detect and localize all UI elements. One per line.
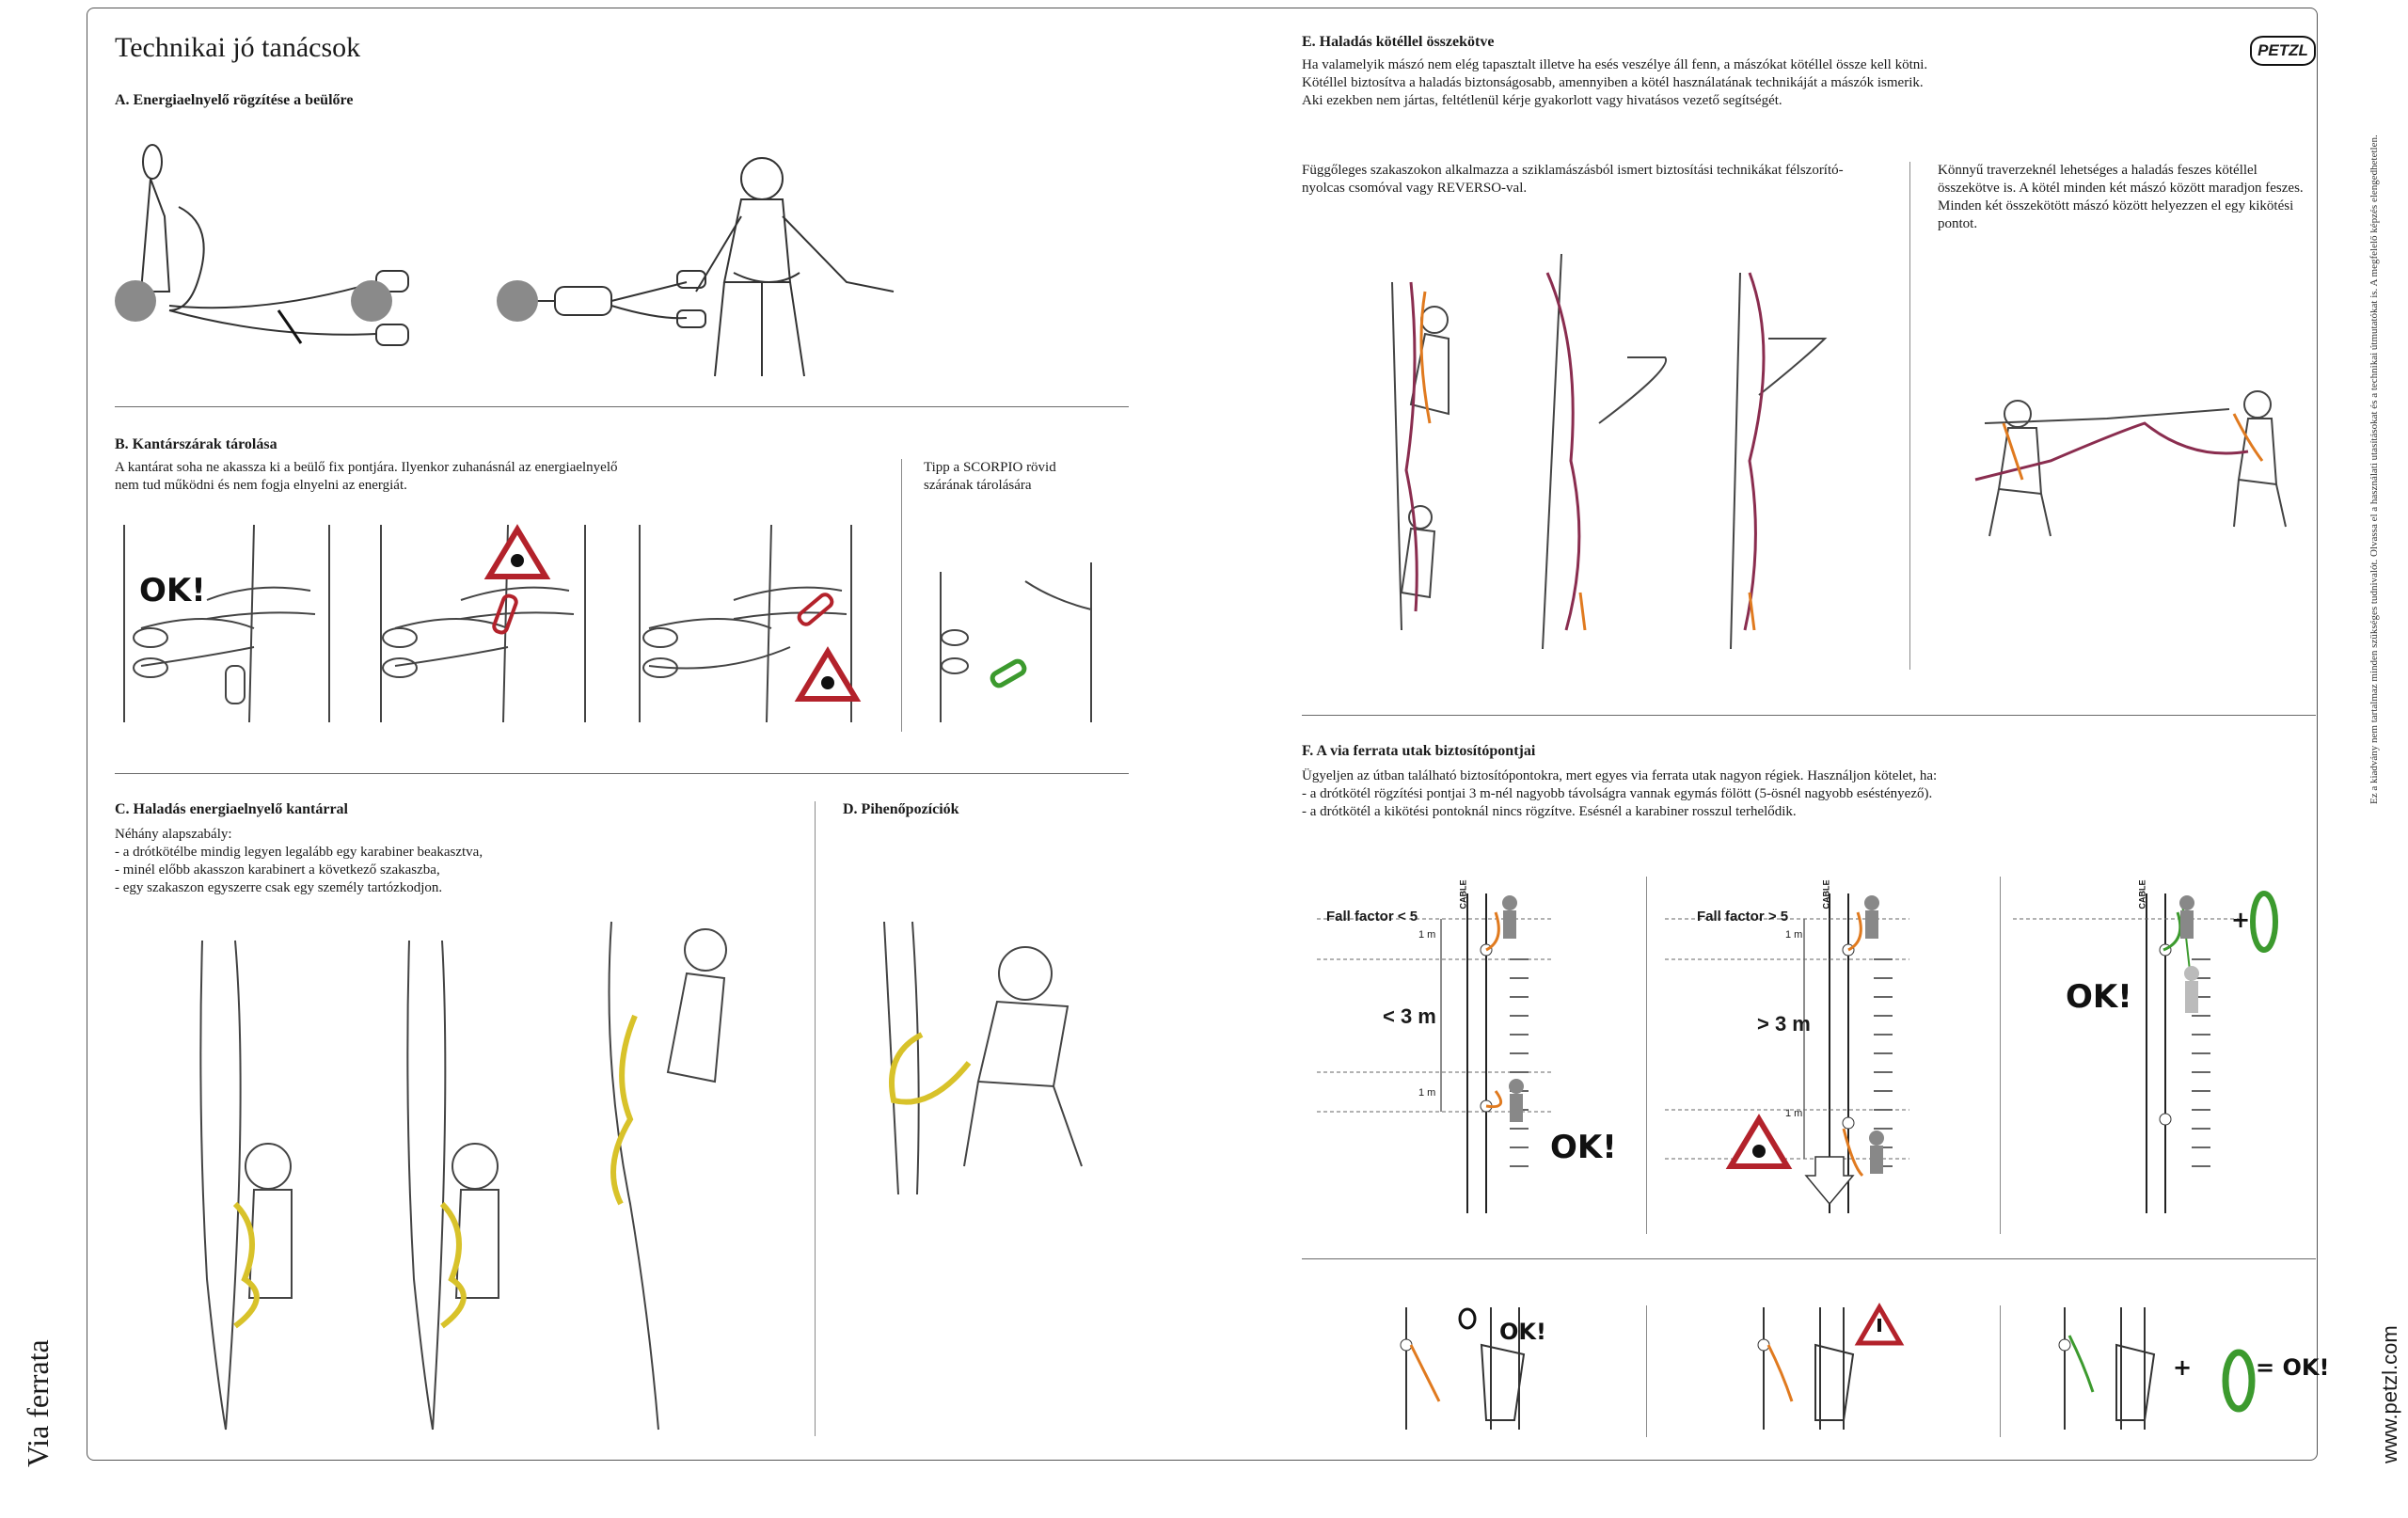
plus-sign: + bbox=[2173, 1354, 2193, 1381]
divider-f-2 bbox=[2000, 877, 2001, 1234]
rule-item: - a drótkötél a kikötési pontoknál nincs… bbox=[1302, 804, 1797, 819]
section-a-title: A. Energiaelnyelő rögzítése a beülőre bbox=[115, 92, 354, 108]
section-b-text: A kantárat soha ne akassza ki a beülő fi… bbox=[115, 460, 618, 493]
petzl-logo: PETZL bbox=[2250, 36, 2316, 66]
section-e-traverse-illustration bbox=[1974, 390, 2287, 537]
section-f-intro: Ügyeljen az útban található biztosítópon… bbox=[1302, 768, 1938, 783]
section-b-illustrations bbox=[123, 524, 1092, 723]
section-d-title: D. Pihenőpozíciók bbox=[843, 801, 959, 817]
disclaimer-note: Ez a kiadvány nem tartalmaz minden szüks… bbox=[2368, 134, 2380, 804]
divider-a bbox=[115, 406, 1129, 407]
fall-factor-panel-1 bbox=[1317, 893, 1552, 1213]
ok-label-b: OK! bbox=[139, 572, 206, 609]
section-c-intro: Néhány alapszabály: bbox=[115, 827, 232, 842]
rule-item: - a drótkötélbe mindig legyen legalább e… bbox=[115, 845, 483, 860]
ok-label-bottom: OK! bbox=[1499, 1319, 1546, 1345]
section-e-text: Ha valamelyik mászó nem elég tapasztalt … bbox=[1302, 56, 2242, 110]
warning-sign-icon bbox=[483, 524, 551, 579]
ok-label-f3: OK! bbox=[2066, 978, 2132, 1016]
cable-label: CABLE bbox=[1458, 879, 1468, 909]
divider-c-d bbox=[815, 801, 816, 1436]
section-a-illustrations bbox=[115, 144, 895, 377]
section-e-title: E. Haladás kötéllel összekötve bbox=[1302, 34, 1495, 50]
warning-sign-icon bbox=[1854, 1303, 1905, 1346]
divider-e bbox=[1909, 162, 1910, 670]
section-e-vertical-illustrations bbox=[1391, 253, 1828, 650]
section-e-line: Ha valamelyik mászó nem elég tapasztalt … bbox=[1302, 57, 1928, 72]
divider-e-f bbox=[1302, 715, 2316, 716]
fall-factor-label-2: Fall factor > 5 bbox=[1697, 909, 1789, 925]
warning-sign-icon bbox=[1725, 1114, 1793, 1169]
equals-ok-label: = OK! bbox=[2256, 1354, 2330, 1381]
page-frame bbox=[87, 8, 2318, 1461]
page-title: Technikai jó tanácsok bbox=[115, 32, 361, 63]
divider-f-3 bbox=[1646, 1305, 1647, 1437]
section-d-illustration bbox=[883, 921, 1083, 1195]
section-b-tip: Tipp a SCORPIO rövid szárának tárolására bbox=[924, 460, 1056, 493]
side-title: Via ferrata bbox=[21, 1339, 55, 1467]
fall-factor-label-1: Fall factor < 5 bbox=[1326, 909, 1418, 925]
rule-item: - a drótkötél rögzítési pontjai 3 m-nél … bbox=[1302, 786, 1933, 801]
website-link[interactable]: www.petzl.com bbox=[2378, 1325, 2401, 1463]
section-c-rules: - a drótkötélbe mindig legyen legalább e… bbox=[115, 844, 483, 897]
section-e-line: Aki ezekben nem jártas, feltétlenül kérj… bbox=[1302, 93, 1782, 108]
cable-label: CABLE bbox=[1821, 879, 1831, 909]
section-c-title: C. Haladás energiaelnyelő kantárral bbox=[115, 801, 348, 817]
ok-label-f1: OK! bbox=[1550, 1129, 1617, 1166]
rule-item: - minél előbb akasszon karabinert a köve… bbox=[115, 862, 440, 878]
fall-factor-panel-2 bbox=[1665, 893, 1909, 1213]
section-f-bottom-illustrations bbox=[1400, 1303, 2256, 1430]
section-c-illustrations bbox=[199, 921, 727, 1431]
section-b-title: B. Kantárszárak tárolása bbox=[115, 436, 277, 452]
section-f-title: F. A via ferrata utak biztosítópontjai bbox=[1302, 743, 1536, 759]
plus-sign: + bbox=[2231, 907, 2251, 933]
divider-b-tip bbox=[901, 459, 902, 732]
distance-label: 1 m bbox=[1785, 1108, 1803, 1119]
distance-label: 1 m bbox=[1785, 929, 1803, 941]
section-f-rules: - a drótkötél rögzítési pontjai 3 m-nél … bbox=[1302, 785, 1932, 821]
divider-f-4 bbox=[2000, 1305, 2001, 1437]
distance-label: 1 m bbox=[1418, 1087, 1436, 1099]
divider-f-bottom bbox=[1302, 1258, 2316, 1259]
distance-label: 1 m bbox=[1418, 929, 1436, 941]
divider-b bbox=[115, 773, 1129, 774]
divider-f-1 bbox=[1646, 877, 1647, 1234]
section-e-line: Kötéllel biztosítva a haladás biztonságo… bbox=[1302, 75, 1924, 90]
section-e-vertical-text: Függőleges szakaszokon alkalmazza a szik… bbox=[1302, 163, 1844, 196]
cable-label: CABLE bbox=[2137, 879, 2147, 909]
distance-measure-1: < 3 m bbox=[1383, 1004, 1436, 1028]
distance-measure-2: > 3 m bbox=[1757, 1012, 1811, 1036]
section-e-traverse-text: Könnyű traverzeknél lehetséges a haladás… bbox=[1938, 163, 2304, 231]
rule-item: - egy szakaszon egyszerre csak egy szemé… bbox=[115, 880, 443, 895]
fall-factor-panel-3 bbox=[2013, 891, 2278, 1213]
